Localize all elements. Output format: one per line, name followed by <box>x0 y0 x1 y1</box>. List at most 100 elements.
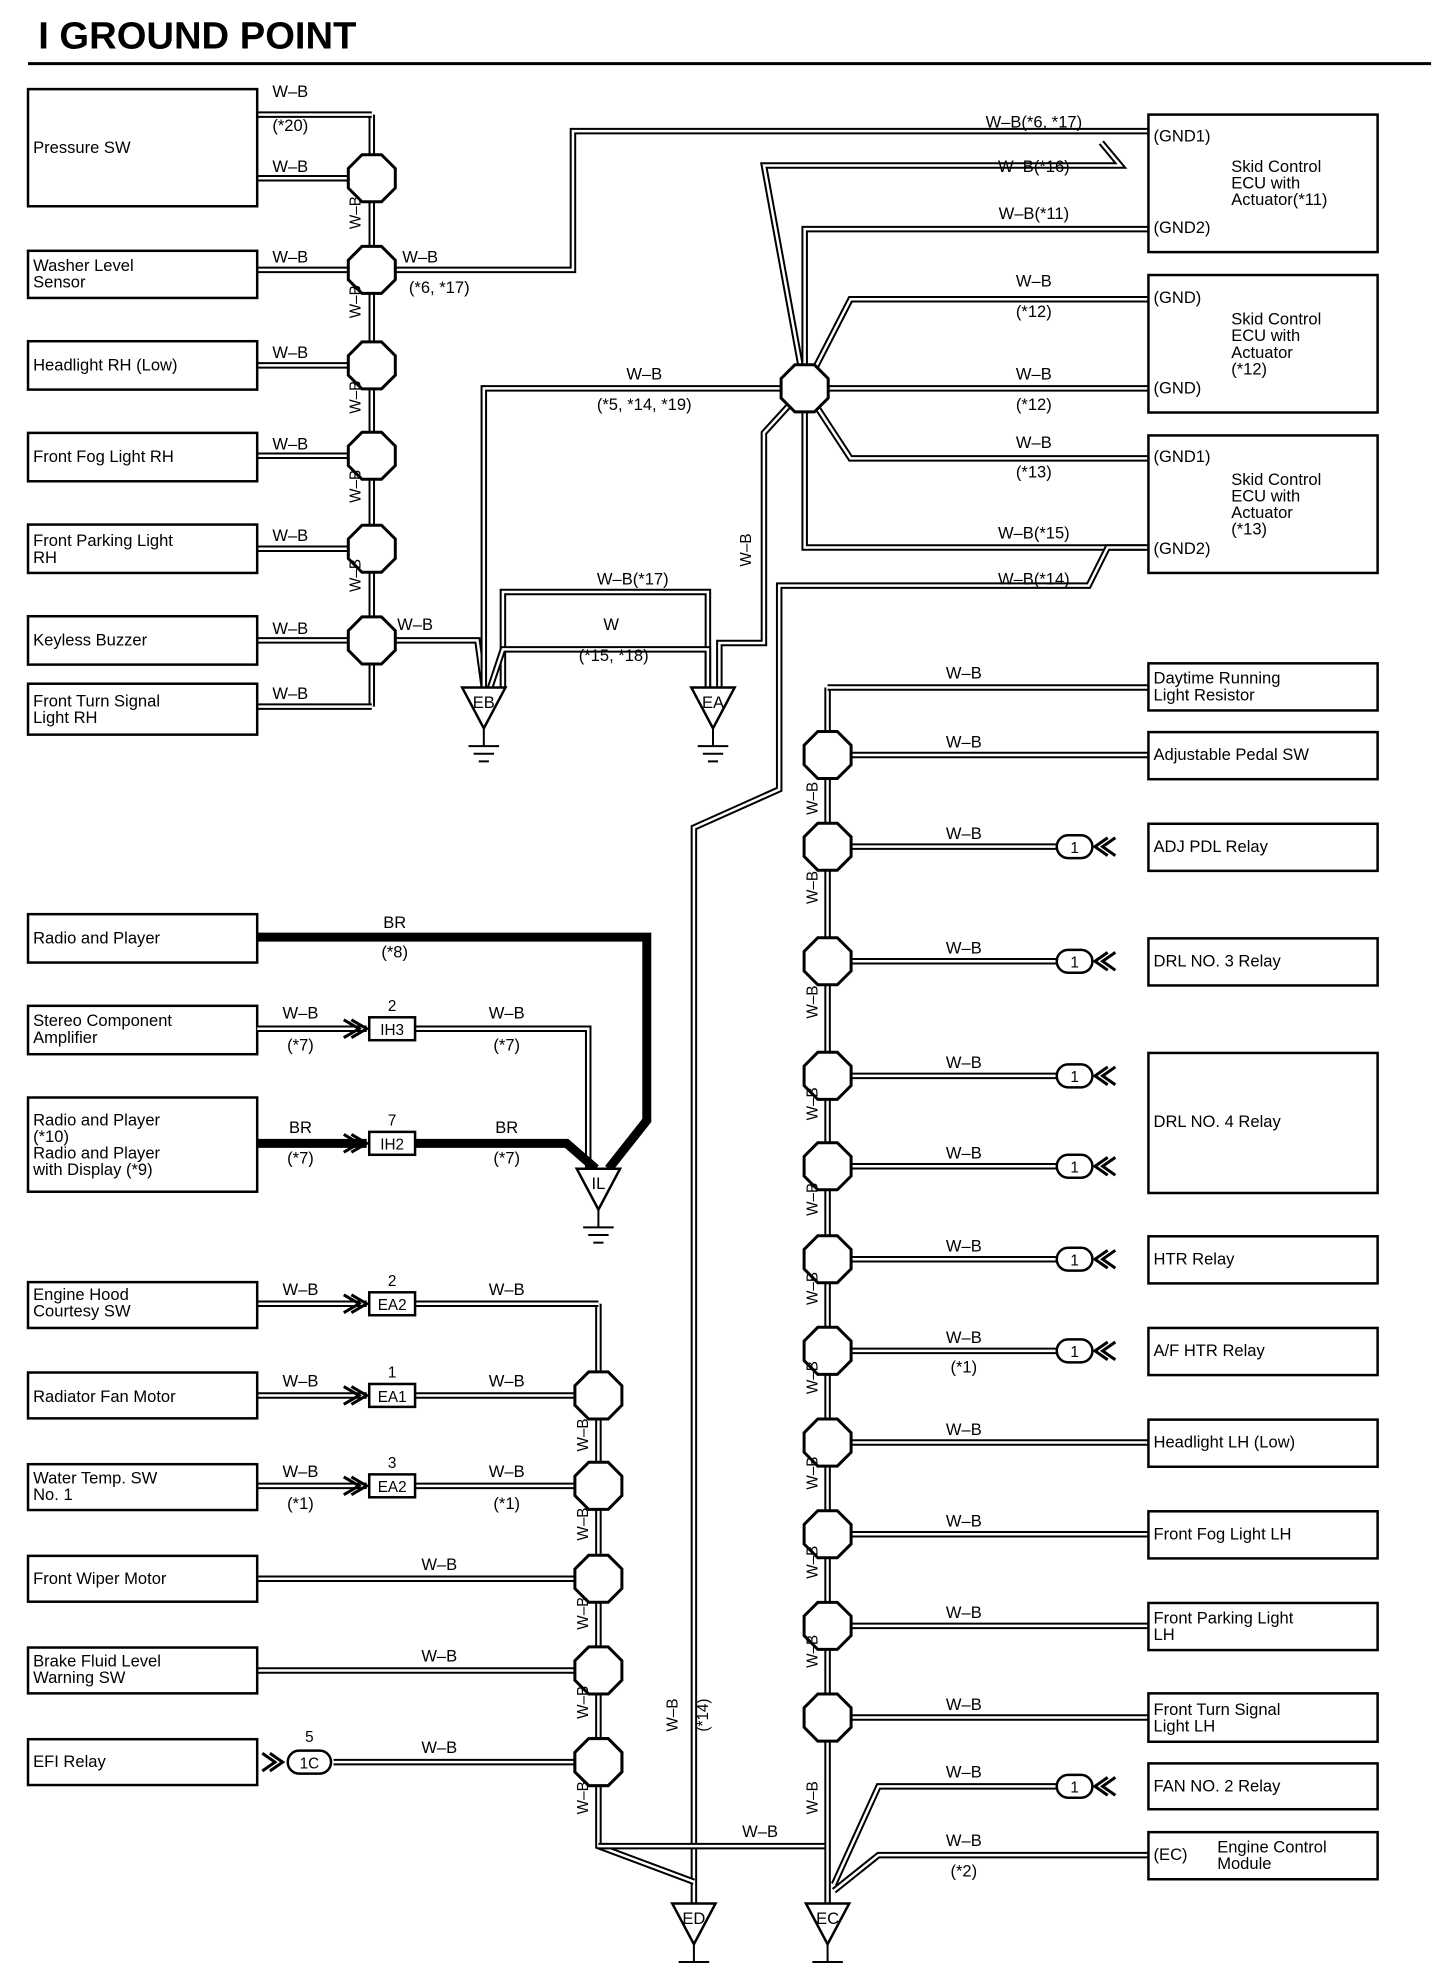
relay-pin-1-arrow <box>1092 836 1117 857</box>
ih2-to-il <box>415 1138 599 1173</box>
headlight-lh-label-line-1: Headlight LH (Low) <box>1154 1433 1296 1452</box>
daytime-label-line-1: Daytime Running <box>1154 669 1281 688</box>
ground-il-label: IL <box>592 1174 606 1193</box>
lb-junction-1 <box>573 1370 624 1421</box>
turn-rh-label-line-2: Light RH <box>33 708 97 727</box>
comp-adj-pdl-relay <box>1147 822 1379 873</box>
radio-label-line-1: Radio and Player <box>33 928 160 947</box>
hub-to-ecu12-gnd-inner <box>803 297 1149 389</box>
rb-junction-3 <box>802 936 853 987</box>
wb-11-label: W–B(*11) <box>999 204 1070 223</box>
connector-1c-pill <box>286 1749 333 1775</box>
parking-rh-label-line-2: RH <box>33 548 57 567</box>
washer-out-wb: W–B <box>402 247 438 266</box>
connector-1c-arrow <box>261 1751 286 1773</box>
lt-junction-4 <box>346 430 397 481</box>
washer-label-line-1: Washer Level <box>33 256 134 275</box>
rb-wb-label-4: W–B <box>946 939 982 958</box>
ecm-label-line-2: Module <box>1217 1854 1271 1873</box>
comp-engine-control-module <box>1147 1830 1379 1881</box>
rb-vert-wb-11: W–B <box>804 1781 821 1814</box>
fan-label-line-1: Radiator Fan Motor <box>33 1387 176 1406</box>
parking-lh-label-line-1: Front Parking Light <box>1154 1608 1294 1627</box>
lb-vert-wb-2: W–B <box>575 1507 592 1540</box>
connector-1c-pin: 5 <box>305 1729 314 1746</box>
adj-pdl-label-line-1: ADJ PDL Relay <box>1154 837 1269 856</box>
hub-to-eb-inner <box>482 387 805 688</box>
relay-pin-3-pill <box>1055 1063 1094 1089</box>
skid-ecu-11-label-line-1: Skid Control <box>1231 157 1321 176</box>
radio-br-note: (*8) <box>381 942 408 961</box>
relay-pin-2-arrow <box>1092 951 1117 972</box>
skid-ecu-12-label-line-4: (*12) <box>1231 359 1267 378</box>
ground-eb-triangle <box>460 686 508 731</box>
washer-label-line-2: Sensor <box>33 273 86 292</box>
ih3-wb-note: (*7) <box>493 1035 520 1054</box>
ih3-to-il <box>415 1025 592 1169</box>
connector-ih2-code: IH2 <box>380 1137 404 1154</box>
ground-eb <box>460 686 508 763</box>
rb-wb-label-7: W–B <box>946 1237 982 1256</box>
ecu12-gnd1-note: (*12) <box>1016 302 1052 321</box>
hub-to-ecu13-gnd2-inner <box>803 388 1146 549</box>
eb-ea-wb17-inner <box>501 590 710 688</box>
headlight-rh-label-line-1: Headlight RH (Low) <box>33 356 177 375</box>
hub-to-ecu12-gnd-outer <box>801 295 1149 390</box>
ecm-note: (*2) <box>950 1862 977 1881</box>
efi-label-line-1: EFI Relay <box>33 1752 106 1771</box>
turn-lh-label-line-1: Front Turn Signal <box>1154 1700 1281 1719</box>
water-label-line-2: No. 1 <box>33 1485 73 1504</box>
daytime-label-line-2: Light Resistor <box>1154 685 1256 704</box>
radio-display-br-note: (*7) <box>287 1149 314 1168</box>
skid-ecu-13-pin-gnd1: (GND1) <box>1154 447 1211 466</box>
af-htr-label-line-1: A/F HTR Relay <box>1154 1341 1266 1360</box>
ih2-br-label: BR <box>495 1118 518 1137</box>
lt-wb-label-5: W–B <box>272 434 308 453</box>
stereo-label-line-1: Stereo Component <box>33 1011 172 1030</box>
skid-ecu-12-label-line-1: Skid Control <box>1231 310 1321 329</box>
fog-lh-label-line-1: Front Fog Light LH <box>1154 1524 1292 1543</box>
connector-ih3-arrow <box>343 1018 370 1039</box>
comp-af-htr-relay <box>1147 1326 1379 1377</box>
hub-to-ea-inner <box>718 387 806 688</box>
rb-wb-label-9: W–B <box>946 1420 982 1439</box>
connector-ea2-b-pin: 3 <box>388 1455 397 1472</box>
eb-ea-wb17 <box>499 588 712 688</box>
skid-hub-junction <box>779 363 830 414</box>
radio-display-label-line-3: Radio and Player <box>33 1144 160 1163</box>
comp-skid-ecu-13 <box>1147 434 1379 575</box>
relay-pin-3-arrow <box>1092 1065 1117 1086</box>
comp-daytime-running-light-resistor <box>1147 662 1379 712</box>
lt-wb-label-1: W–B <box>272 82 308 101</box>
relay-pin-2-pill <box>1055 948 1094 974</box>
ecm-label-line-1: Engine Control <box>1217 1838 1326 1857</box>
connector-ea2-b-code: EA2 <box>378 1479 407 1496</box>
lb-vert-wb-4: W–B <box>575 1686 592 1719</box>
rb-junction-2 <box>802 821 853 872</box>
eb-ea-w-inner <box>489 648 710 688</box>
rb-junction-1 <box>802 730 853 780</box>
lt-wb-label-7: W–B <box>272 619 308 638</box>
hub-to-ecu11-gnd2 <box>801 225 1149 389</box>
lt-junction-3 <box>346 340 397 391</box>
radio-to-il <box>257 932 652 1172</box>
fog-rh-label-line-1: Front Fog Light RH <box>33 447 174 466</box>
water-label-line-1: Water Temp. SW <box>33 1468 158 1487</box>
hub-to-eb <box>480 385 805 688</box>
rb-junction-5 <box>802 1141 853 1192</box>
hub-to-ecu13-gnd1 <box>801 386 1149 462</box>
ecm-pin-ec: (EC) <box>1154 1845 1188 1864</box>
stereo-label-line-2: Amplifier <box>33 1028 98 1047</box>
connector-ea2-a-arrow <box>343 1293 370 1314</box>
ground-ed-label: ED <box>682 1909 705 1928</box>
comp-skid-ecu-11 <box>1147 113 1379 254</box>
pressure-note: (*20) <box>272 116 308 135</box>
rb-vert-wb-10: W–B <box>804 1635 821 1668</box>
ecm-wire-outer <box>831 1851 1149 1894</box>
lt-junction-1 <box>346 153 397 204</box>
rb-wb-label-3: W–B <box>946 824 982 843</box>
wb-6-17-label: W–B(*6, *17) <box>986 112 1083 131</box>
skid-ecu-12-pin-gnd-1: (GND) <box>1154 288 1202 307</box>
relay-pin-5-pill <box>1055 1246 1094 1272</box>
rb-wb-label-5: W–B <box>946 1053 982 1072</box>
